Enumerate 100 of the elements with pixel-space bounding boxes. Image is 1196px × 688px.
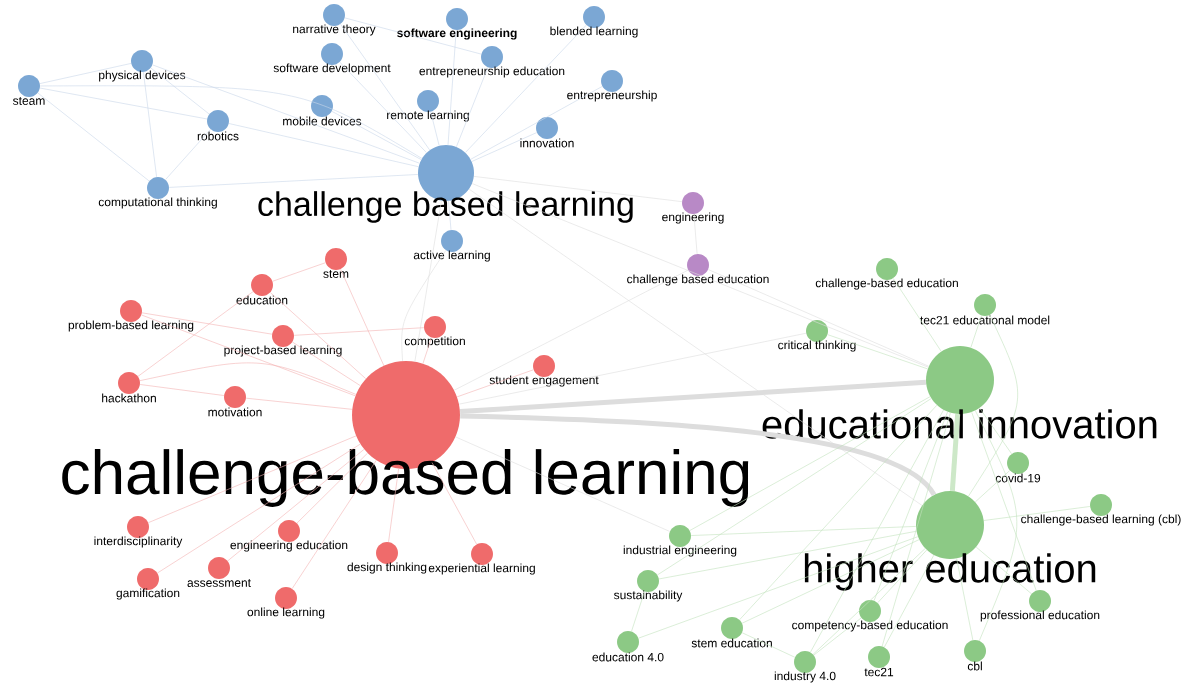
link-line	[401, 250, 447, 362]
link-line	[968, 314, 1018, 497]
link-line	[245, 397, 353, 410]
link-line	[970, 315, 982, 348]
link-line	[741, 632, 796, 658]
keyword-bubble: challenge based education	[627, 254, 769, 286]
link-line	[39, 63, 132, 84]
link-line	[810, 409, 944, 653]
node-label: challenge based learning	[258, 191, 633, 223]
link-line	[884, 554, 935, 648]
keyword-bubble: critical thinking	[778, 320, 856, 352]
node-label: gamification	[116, 588, 180, 600]
link-line	[631, 591, 645, 632]
link-line	[459, 379, 927, 415]
link-line	[465, 24, 587, 153]
link-line	[143, 71, 157, 178]
keyword-bubble: software engineering	[397, 8, 517, 40]
node-label: covid-19	[995, 473, 1041, 483]
link-line	[470, 86, 603, 160]
keyword-bubble: problem-based learning	[68, 300, 194, 332]
keyword-bubble: interdisciplinarity	[94, 516, 183, 548]
keyword-bubble: covid-19	[995, 452, 1041, 483]
keyword-bubble: innovation	[520, 117, 574, 148]
node-label: industry 4.0	[774, 671, 836, 683]
link-line	[293, 327, 425, 336]
node-label: entrepreneurship education	[419, 66, 565, 78]
keyword-bubble: competency-based education	[792, 600, 948, 632]
link-line	[227, 449, 365, 562]
node-label: online learning	[247, 607, 325, 619]
link-line	[296, 452, 368, 524]
node-label: critical thinking	[778, 340, 856, 352]
keyword-bubble: industry 4.0	[774, 651, 836, 683]
keyword-bubble: professional education	[980, 590, 1100, 622]
keyword-bubble: engineering	[662, 192, 724, 224]
node-label: education 4.0	[592, 652, 664, 662]
node-label: assessment	[187, 579, 251, 587]
node-label: industrial engineering	[623, 545, 737, 557]
node-label: challenge-based education	[815, 278, 958, 290]
node-label: stem	[323, 270, 349, 278]
node-label: remote learning	[387, 110, 469, 122]
keyword-bubble: robotics	[197, 110, 239, 141]
keyword-bubble: education 4.0	[592, 631, 664, 662]
link-line	[272, 262, 326, 282]
node-label: motivation	[208, 407, 262, 417]
link-line	[39, 85, 423, 159]
node-label: robotics	[197, 131, 239, 141]
link-line	[892, 278, 942, 352]
node-label: project-based learning	[224, 345, 342, 357]
link-line	[458, 332, 807, 405]
link-line	[422, 337, 432, 364]
keyword-bubble: sustainability	[614, 570, 683, 602]
keyword-bubble: challenge-based education	[815, 258, 958, 290]
node-label: cbl	[967, 661, 982, 671]
link-line	[979, 407, 1012, 455]
link-line	[331, 111, 422, 160]
keyword-bubble: hackathon	[102, 372, 156, 403]
node-label: education	[236, 295, 288, 305]
keyword-bubble: online learning	[247, 587, 325, 619]
link-line	[460, 413, 936, 497]
link-line	[157, 443, 361, 574]
node-label: competency-based education	[792, 620, 948, 632]
link-line	[975, 470, 1011, 503]
link-line	[689, 396, 931, 531]
link-line	[270, 292, 367, 379]
node-label: narrative theory	[293, 24, 376, 36]
link-line	[693, 213, 698, 255]
keyword-bubble: experiential learning	[428, 543, 535, 575]
node-label: software development	[273, 63, 391, 75]
keyword-bubble: design thinking	[347, 542, 427, 574]
keyword-bubble: education	[236, 274, 288, 305]
node-label: hackathon	[102, 393, 156, 403]
link-line	[873, 411, 948, 601]
link-line	[139, 384, 225, 396]
keyword-bubble: entrepreneurship education	[419, 46, 565, 78]
node-label: stem education	[691, 638, 772, 648]
keyword-bubble: tec21 educational model	[920, 294, 1050, 325]
node-label: active learning	[413, 250, 490, 262]
node-label: design thinking	[347, 562, 427, 574]
keyword-bubble: physical devices	[99, 50, 186, 82]
keyword-bubble: industrial engineering	[623, 525, 737, 557]
keyword-bubble: tec21	[864, 646, 894, 677]
keyword-bubble: computational thinking	[98, 177, 217, 209]
node-label: challenge based education	[627, 274, 769, 286]
keyword-bubble: stem	[323, 248, 349, 278]
link-line	[956, 558, 974, 641]
node-label: computational thinking	[98, 197, 217, 209]
keyword-bubble: remote learning	[387, 90, 469, 122]
node-label: student engagement	[489, 375, 599, 387]
link-line	[468, 188, 923, 506]
link-line	[471, 183, 929, 368]
node-label: tec21	[864, 667, 894, 677]
link-line	[137, 291, 254, 377]
node-label: physical devices	[99, 70, 186, 82]
keyword-bubble: entrepreneurship	[567, 70, 657, 102]
link-line	[473, 176, 683, 202]
node-label: higher education	[804, 553, 1096, 591]
link-line	[983, 506, 1091, 521]
link-line	[741, 539, 920, 624]
link-line	[975, 410, 1018, 641]
keyword-bubble: challenge-based learning (cbl)	[1021, 494, 1181, 526]
